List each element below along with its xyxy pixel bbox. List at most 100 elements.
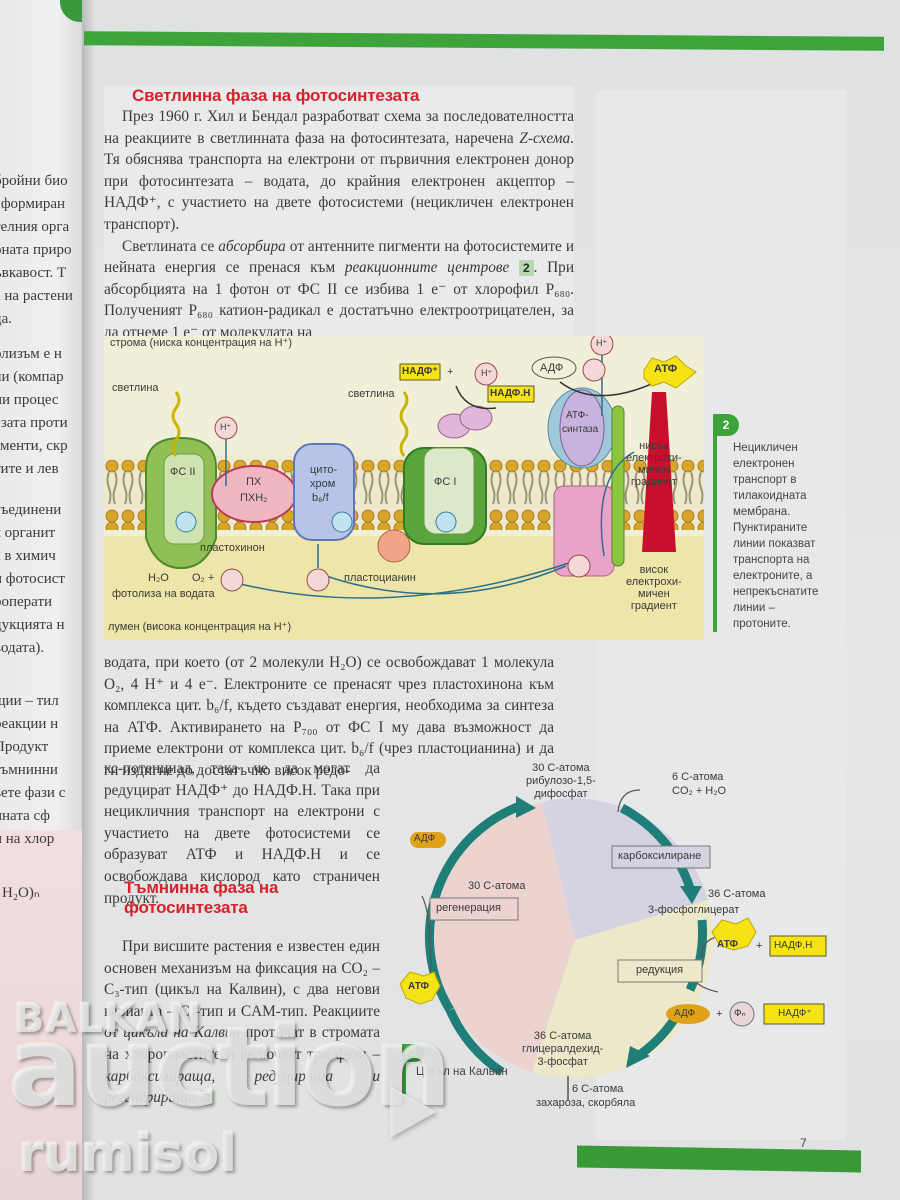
left-page-text-line: вете фази с [0,785,66,801]
figure-caption-3: 3 Цикъл на Калвин [402,1044,508,1094]
figure-calvin-cycle: 30 C-атома рибулозо-1,5- дифосфат 6 C-ат… [390,760,860,1120]
left-page-text-line: щии – тил [0,693,59,709]
nadph-tag: НАДФ.Н [490,388,531,399]
reduction-step: редукция [636,964,684,976]
text-narrow-column: кс-потенциал, така че да могат да редуци… [104,758,380,909]
text: 6 C-атома [572,1083,624,1095]
left-page-text-line: бройни био [0,173,68,189]
left-page-pink-panel [0,830,82,1200]
section-title-line-1: Тъмнинна фаза на [124,878,279,897]
left-page-green-corner [60,0,82,22]
page-number: 7 [800,1136,807,1150]
text: 3-фосфат [537,1056,588,1068]
lumen-label: лумен (висока концентрация на H⁺) [108,621,292,633]
left-page-text-line: а на растени [0,288,73,304]
plus-sign: + [756,940,763,952]
term-phases: карбоксилираща, редуцираща и регенериращ… [104,1067,380,1107]
light-label-ps1: светлина [348,388,395,400]
left-facing-page: бройни био сформиран телния орга рната прир… [0,0,82,1200]
adp-tag: АДФ [414,833,436,844]
water-label: H₂O [148,572,169,584]
regeneration-step: регенерация [436,902,501,914]
cytochrome-label-1: цито- [310,464,338,476]
text: градиент [630,476,677,488]
atp-star-label: АТФ [654,363,678,375]
text: През 1960 г. Хил и Бендал разработват сх… [104,108,574,147]
paragraph-narrow: кс-потенциал, така че да могат да редуци… [104,760,380,907]
pq-label: ПХ [246,476,262,488]
paragraph-continued: водата, при което (от 2 молекули H₂O) се… [104,654,554,779]
left-page-text-line: ни процес [0,392,59,408]
left-page-text-line: нната сф [0,808,51,824]
section-dark-phase: При висшите растения е известен един осн… [104,936,380,1109]
text: електрохи- [626,576,682,588]
adp-tag: АДФ [674,1008,696,1019]
left-page-text-line: гменти, скр [0,438,68,454]
text: глицералдехид- [522,1043,604,1055]
left-page-formula: H₂O)ₙ [2,885,40,901]
left-page-text-line: рната приро [0,242,72,258]
text: рибулозо-1,5- [526,775,596,787]
nadp-tag: НАДФ⁺ [778,1008,812,1019]
regen-atoms-label: 30 C-атома [468,880,526,892]
caption-text: Цикъл на Калвин [416,1066,508,1078]
left-page-text-line: съединени [0,502,62,518]
section-title-light-phase: Светлинна фаза на фотосинтезата [132,86,420,105]
calvin-cycle-diagram [399,789,827,1100]
text: протичат в стромата на хлоропластите и в… [104,1024,380,1063]
paragraph-z-scheme: През 1960 г. Хил и Бендал разработват сх… [104,106,574,236]
text: Светлината се [122,237,219,255]
text: При висшите растения е известен един осн… [104,938,380,1042]
paragraph-absorption: Светлината се абсорбира от антенните пиг… [104,236,574,344]
atp-synthase-label-2: синтаза [562,424,599,435]
figure-caption-2: 2 Нецикличен електронен транспорт в тила… [713,414,833,632]
nadp-tag: НАДФ⁺ [402,366,438,377]
left-page-text-line: роперати [0,594,53,610]
text: електрохи- [626,452,682,464]
plus-sign: + [447,366,454,378]
phosphate-label: Фₙ [734,1008,746,1019]
figure-ref-badge-3[interactable]: 3 [199,1090,215,1107]
text: . При абсорбцията на 1 фотон от ФС II се… [104,259,575,341]
left-page-text-line: ли (компар [0,369,64,385]
high-gradient-label: висок електрохи- мичен градиент [626,564,682,612]
watermark-rumisol: rumisol [18,1124,238,1184]
stroma-label: строма (ниска концентрация на H⁺) [110,337,293,349]
left-page-text-line: телния орга [0,219,70,235]
left-page-text-line: а в химич [0,548,56,564]
text: 6 C-атома [672,771,724,783]
text: нисък [639,440,669,452]
text: захароза, скорбяла [536,1097,636,1109]
left-page-text-line: и фотосист [0,571,65,587]
low-gradient-label: нисък електрохи- мичен градиент [626,440,682,488]
left-page-text-line: реакции н [0,716,59,732]
left-page-text-line: сформиран [0,196,66,212]
cytochrome-label-3: b₆/f [312,492,329,504]
light-label-ps2: светлина [112,382,159,394]
ps2-label: ФС II [170,466,196,478]
cytochrome-label-2: хром [310,478,336,490]
term-calvin-cycle: цикъла на Калвин [123,1024,241,1042]
pqh2-label: ПХН₂ [240,492,268,504]
atp-synthase-label-1: АТФ- [566,410,589,421]
figure-ref-badge-2[interactable]: 2 [518,260,534,277]
left-page-text-line: ъвкавост. Т [0,265,67,281]
left-page-text-line: и на хлор [0,831,55,847]
nadph-tag: НАДФ.Н [774,940,813,951]
text: CO₂ + H₂O [672,785,727,797]
proton-label: H⁺ [596,338,608,348]
membrane-diagram [104,336,704,640]
left-page-text-line: Продукт [0,739,49,755]
left-page-text-line: я органит [0,525,56,541]
pga-label: 3-фосфоглицерат [648,904,740,916]
text: мичен [638,464,670,476]
watermark-play-icon [390,1086,436,1138]
term-absorbs: абсорбира [218,237,286,255]
adp-label: АДФ [540,362,564,374]
figure-thylakoid-membrane: строма (ниска концентрация на H⁺) светли… [104,336,704,640]
left-page-text-line: да. [0,311,13,327]
term-reaction-centers: реакционните центрове [344,259,510,277]
section-light-phase: Светлинна фаза на фотосинтезата През 196… [104,86,574,344]
figure-number-badge: 3 [402,1044,424,1062]
atp-star-label: АТФ [717,939,738,950]
